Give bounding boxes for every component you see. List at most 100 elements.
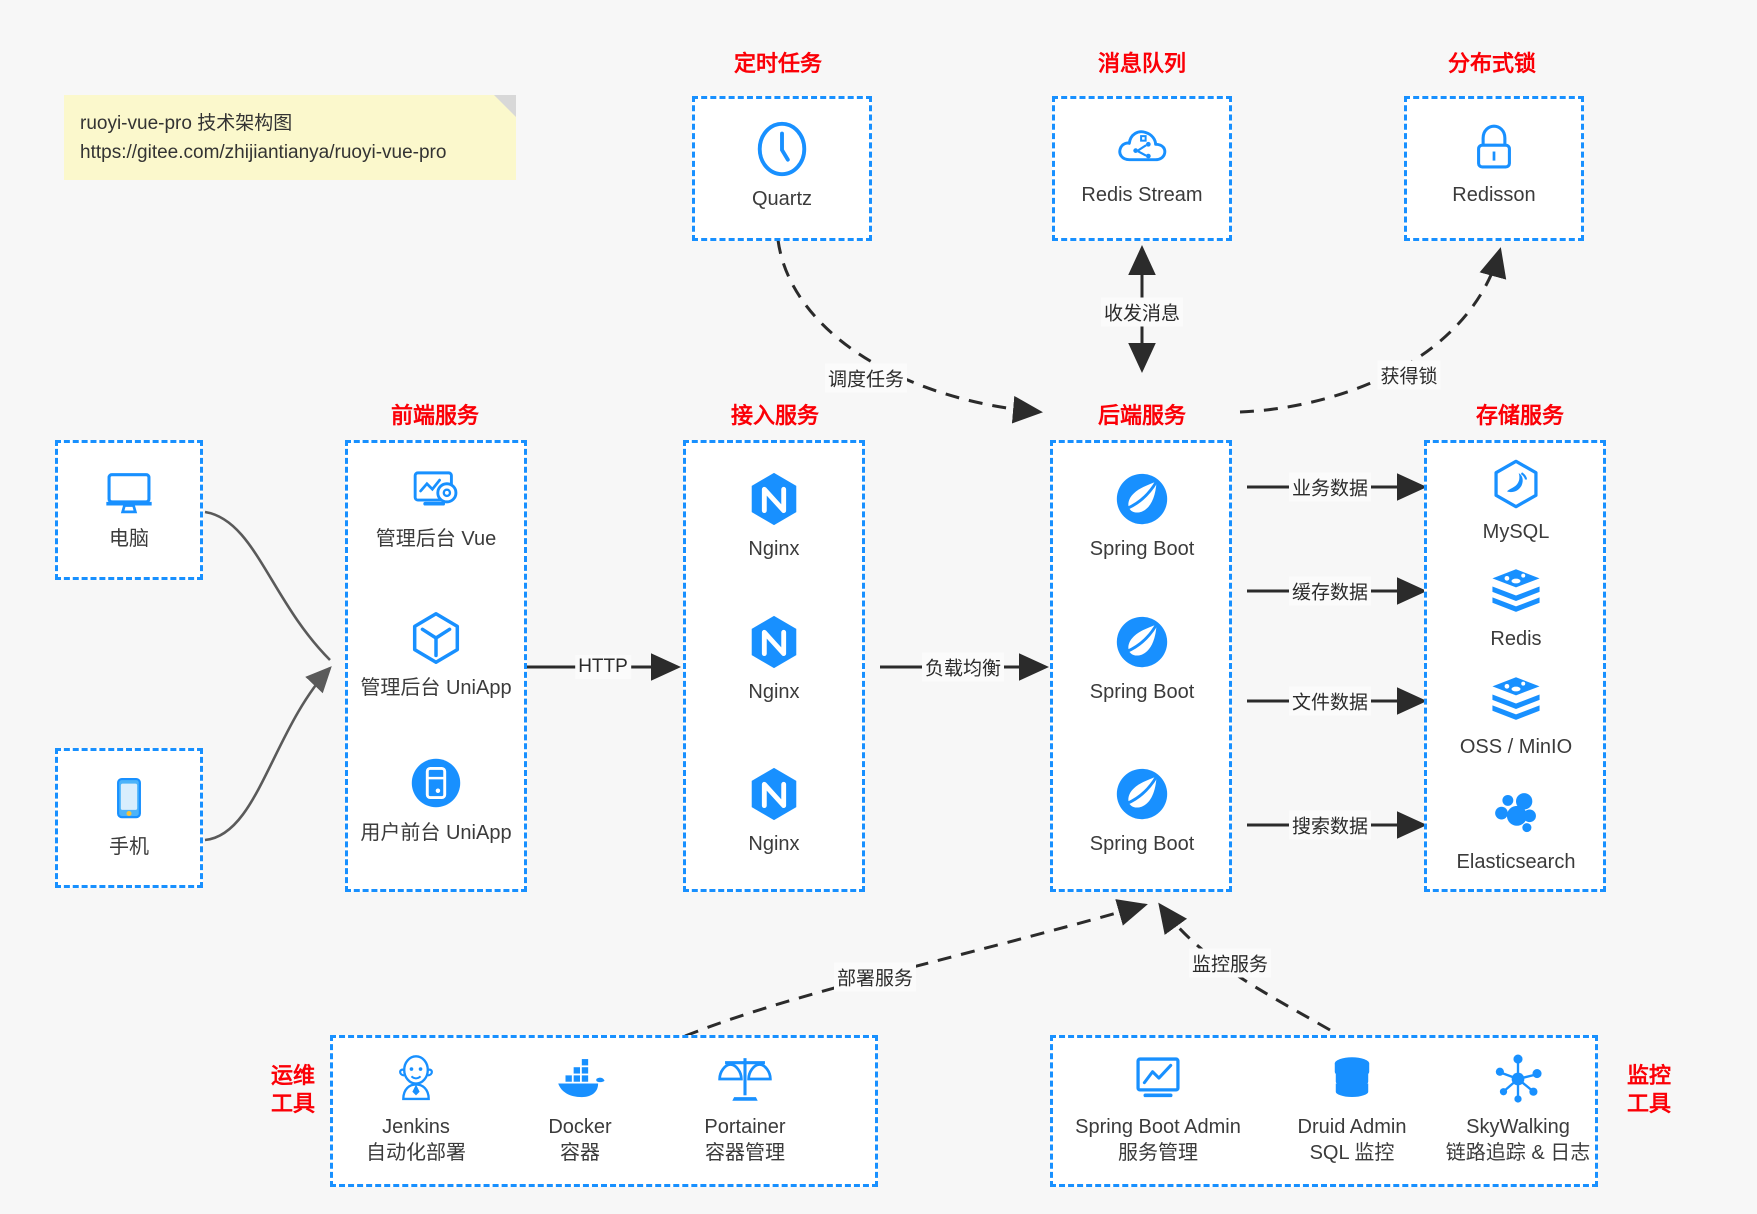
- mysql-dolphin-icon: [1494, 459, 1538, 509]
- devops-title-line1: 运维: [270, 1063, 315, 1088]
- node-nginx-3[interactable]: Nginx: [684, 763, 864, 857]
- edge-label-file-data: 文件数据: [1288, 686, 1372, 716]
- node-label: Nginx: [748, 681, 800, 703]
- nginx-icon: [751, 767, 797, 821]
- cloud-stream-icon: [1118, 130, 1167, 162]
- node-label: OSS / MinIO: [1459, 736, 1573, 758]
- group-title-frontend: 前端服务: [390, 403, 479, 428]
- node-spring-boot-admin[interactable]: Spring Boot Admin 服务管理: [1068, 1050, 1248, 1166]
- edge-label-acquire-lock: 获得锁: [1377, 360, 1441, 390]
- node-label: Jenkins: [382, 1116, 450, 1138]
- node-label: 管理后台 UniApp: [360, 677, 512, 699]
- node-sublabel: 容器: [560, 1142, 600, 1164]
- note-line-url: https://gitee.com/zhijiantianya/ruoyi-vu…: [80, 142, 447, 164]
- app-circle-icon: [411, 758, 461, 808]
- group-box-devops: [330, 1035, 878, 1187]
- node-label: Spring Boot: [1089, 538, 1195, 560]
- node-label: 用户前台 UniApp: [360, 822, 512, 844]
- node-druid-admin[interactable]: Druid Admin SQL 监控: [1262, 1050, 1442, 1166]
- skywalking-node-icon: [1495, 1054, 1542, 1103]
- node-label: Nginx: [748, 833, 800, 855]
- node-label: Redis: [1490, 628, 1542, 650]
- spring-boot-icon: [1116, 616, 1168, 668]
- node-portainer[interactable]: Portainer 容器管理: [655, 1050, 835, 1166]
- redis-stack-icon: [1492, 569, 1540, 612]
- redis-stack-icon: [1492, 677, 1540, 720]
- edge-label-schedule-task: 调度任务: [824, 363, 908, 393]
- node-label: Redisson: [1452, 184, 1536, 206]
- node-label: Nginx: [748, 538, 800, 560]
- edge-label-cache-data: 缓存数据: [1288, 576, 1372, 606]
- group-box-scheduler: [692, 96, 872, 241]
- node-sublabel: 链路追踪 & 日志: [1445, 1142, 1591, 1164]
- group-box-mq: [1052, 96, 1232, 241]
- jenkins-butler-icon: [399, 1055, 433, 1101]
- node-sublabel: SQL 监控: [1309, 1142, 1395, 1164]
- group-title-gateway: 接入服务: [730, 403, 819, 428]
- group-title-monitor: 监控 工具: [1614, 1062, 1684, 1117]
- node-spring-boot-2[interactable]: Spring Boot: [1052, 611, 1232, 705]
- monitor-chart-icon: [1136, 1057, 1180, 1098]
- node-desktop[interactable]: 电脑: [39, 462, 219, 552]
- node-sublabel: 容器管理: [705, 1142, 785, 1164]
- devops-title-line2: 工具: [270, 1090, 315, 1116]
- group-title-mq: 消息队列: [1097, 51, 1186, 76]
- node-label: Elasticsearch: [1456, 851, 1576, 873]
- node-label: Redis Stream: [1081, 184, 1203, 206]
- monitor-title-line1: 监控: [1626, 1063, 1671, 1088]
- group-box-lock: [1404, 96, 1584, 241]
- group-box-client-desktop: [55, 440, 203, 580]
- group-title-storage: 存储服务: [1475, 403, 1564, 428]
- node-docker[interactable]: Docker 容器: [490, 1050, 670, 1166]
- padlock-icon: [1477, 124, 1511, 169]
- node-redisson[interactable]: Redisson: [1404, 118, 1584, 208]
- edge-label-send-receive-message: 收发消息: [1100, 297, 1184, 327]
- node-nginx-2[interactable]: Nginx: [684, 611, 864, 705]
- node-skywalking[interactable]: SkyWalking 链路追踪 & 日志: [1428, 1050, 1608, 1166]
- node-label: MySQL: [1482, 521, 1550, 543]
- database-icon: [1333, 1057, 1371, 1100]
- node-mobile[interactable]: 手机: [39, 770, 219, 860]
- group-title-lock: 分布式锁: [1447, 51, 1536, 76]
- note-fold-corner: [494, 95, 516, 117]
- node-nginx-1[interactable]: Nginx: [684, 468, 864, 562]
- mobile-phone-icon: [117, 777, 141, 819]
- nginx-icon: [751, 472, 797, 526]
- spring-boot-icon: [1116, 768, 1168, 820]
- note-line-title: ruoyi-vue-pro 技术架构图: [80, 113, 293, 134]
- node-label: Spring Boot Admin: [1075, 1116, 1241, 1138]
- group-title-devops: 运维 工具: [258, 1062, 328, 1117]
- edge-label-deploy-service: 部署服务: [833, 962, 917, 992]
- node-spring-boot-3[interactable]: Spring Boot: [1052, 763, 1232, 857]
- node-label: Portainer: [704, 1116, 786, 1138]
- edge-label-business-data: 业务数据: [1288, 472, 1372, 502]
- node-sublabel: 服务管理: [1118, 1142, 1198, 1164]
- node-label: 管理后台 Vue: [375, 528, 497, 550]
- node-jenkins[interactable]: Jenkins 自动化部署: [326, 1050, 506, 1166]
- dashboard-gear-icon: [413, 471, 458, 506]
- node-admin-vue[interactable]: 管理后台 Vue: [346, 462, 526, 552]
- node-user-uniapp[interactable]: 用户前台 UniApp: [346, 752, 526, 846]
- edge-label-monitor-service: 监控服务: [1188, 948, 1272, 978]
- nginx-icon: [751, 615, 797, 669]
- node-label: SkyWalking: [1466, 1116, 1570, 1138]
- node-quartz[interactable]: Quartz: [692, 118, 872, 212]
- clock-icon: [757, 121, 807, 177]
- node-admin-uniapp[interactable]: 管理后台 UniApp: [346, 607, 526, 701]
- elasticsearch-icon: [1495, 793, 1536, 833]
- node-redis-stream[interactable]: Redis Stream: [1052, 118, 1232, 208]
- node-redis[interactable]: Redis: [1426, 562, 1606, 652]
- hexagon-cube-icon: [412, 612, 460, 664]
- node-spring-boot-1[interactable]: Spring Boot: [1052, 468, 1232, 562]
- node-sublabel: 自动化部署: [366, 1142, 466, 1164]
- node-label: Druid Admin: [1297, 1116, 1407, 1138]
- docker-whale-icon: [558, 1059, 605, 1098]
- node-elasticsearch[interactable]: Elasticsearch: [1426, 785, 1606, 875]
- group-box-frontend: [345, 440, 527, 892]
- node-mysql[interactable]: MySQL: [1426, 455, 1606, 545]
- monitor-title-line2: 工具: [1626, 1090, 1671, 1116]
- node-oss-minio[interactable]: OSS / MinIO: [1426, 670, 1606, 760]
- edge-label-search-data: 搜索数据: [1288, 810, 1372, 840]
- node-label: Spring Boot: [1089, 681, 1195, 703]
